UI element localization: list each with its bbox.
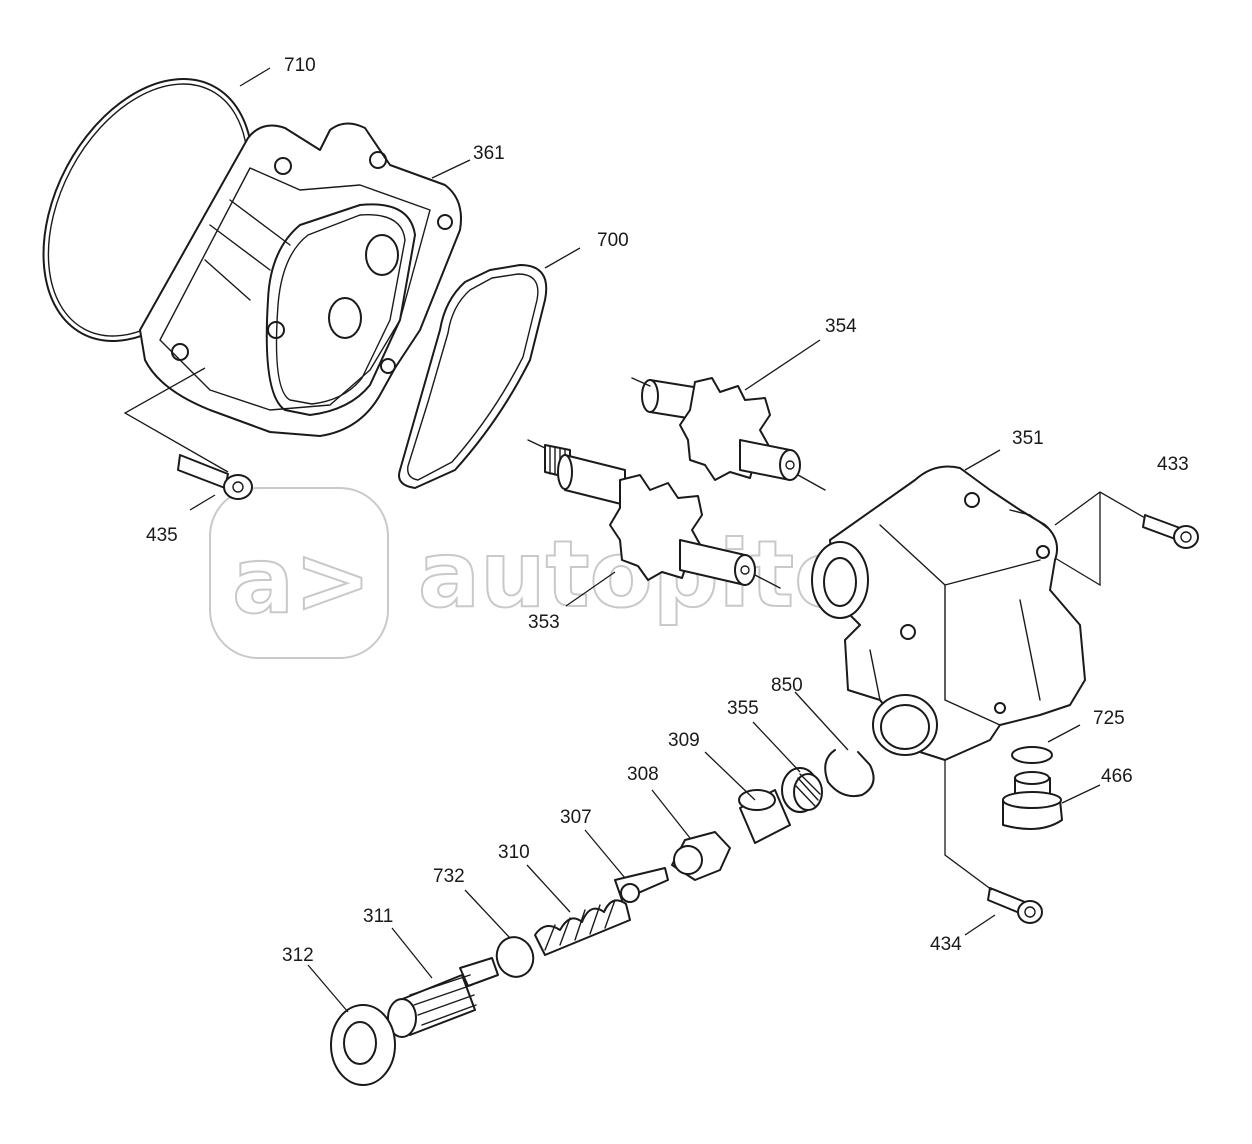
part-434-bolt [987,887,1043,924]
part-850-snap-ring [824,749,875,798]
callout-435: 435 [146,525,178,546]
part-435-bolt [177,454,253,500]
part-361-cover [139,122,462,437]
part-700-gasket [398,264,548,489]
callout-309: 309 [668,730,700,751]
callout-466: 466 [1101,766,1133,787]
part-354-driven-gear [631,377,826,491]
callout-850: 850 [771,675,803,696]
callout-354: 354 [825,316,857,337]
watermark-logo-box [209,487,389,659]
part-466-plug [1002,771,1063,830]
part-433-bolt [1142,514,1199,549]
part-307-poppet [614,867,669,903]
callout-700: 700 [597,230,629,251]
part-351-pump-body [811,465,1086,761]
callout-312: 312 [282,945,314,966]
part-725-o-ring [1011,746,1053,764]
callout-311: 311 [363,906,393,927]
callout-355: 355 [727,698,759,719]
callout-351: 351 [1012,428,1044,449]
watermark-logo-text: a> [232,527,371,634]
leader-lines [123,67,1146,1013]
callout-labels: 710 361 700 354 351 433 435 353 850 355 … [146,55,1189,966]
callout-361: 361 [473,143,505,164]
callout-433: 433 [1157,454,1189,475]
part-309-sleeve [738,789,791,844]
callout-353: 353 [528,612,560,633]
part-312-cap-nut [330,1004,396,1086]
callout-710: 710 [284,55,316,76]
part-310-spring [534,899,631,956]
part-353-drive-gear-shaft [527,439,781,589]
callout-307: 307 [560,807,592,828]
part-308-valve-seat [671,831,731,881]
part-311-plug [387,957,499,1038]
part-732-o-ring [495,936,535,978]
callout-732: 732 [433,866,465,887]
callout-725: 725 [1093,708,1125,729]
callout-308: 308 [627,764,659,785]
callout-310: 310 [498,842,530,863]
part-355-filter [781,767,823,813]
callout-434: 434 [930,934,962,955]
